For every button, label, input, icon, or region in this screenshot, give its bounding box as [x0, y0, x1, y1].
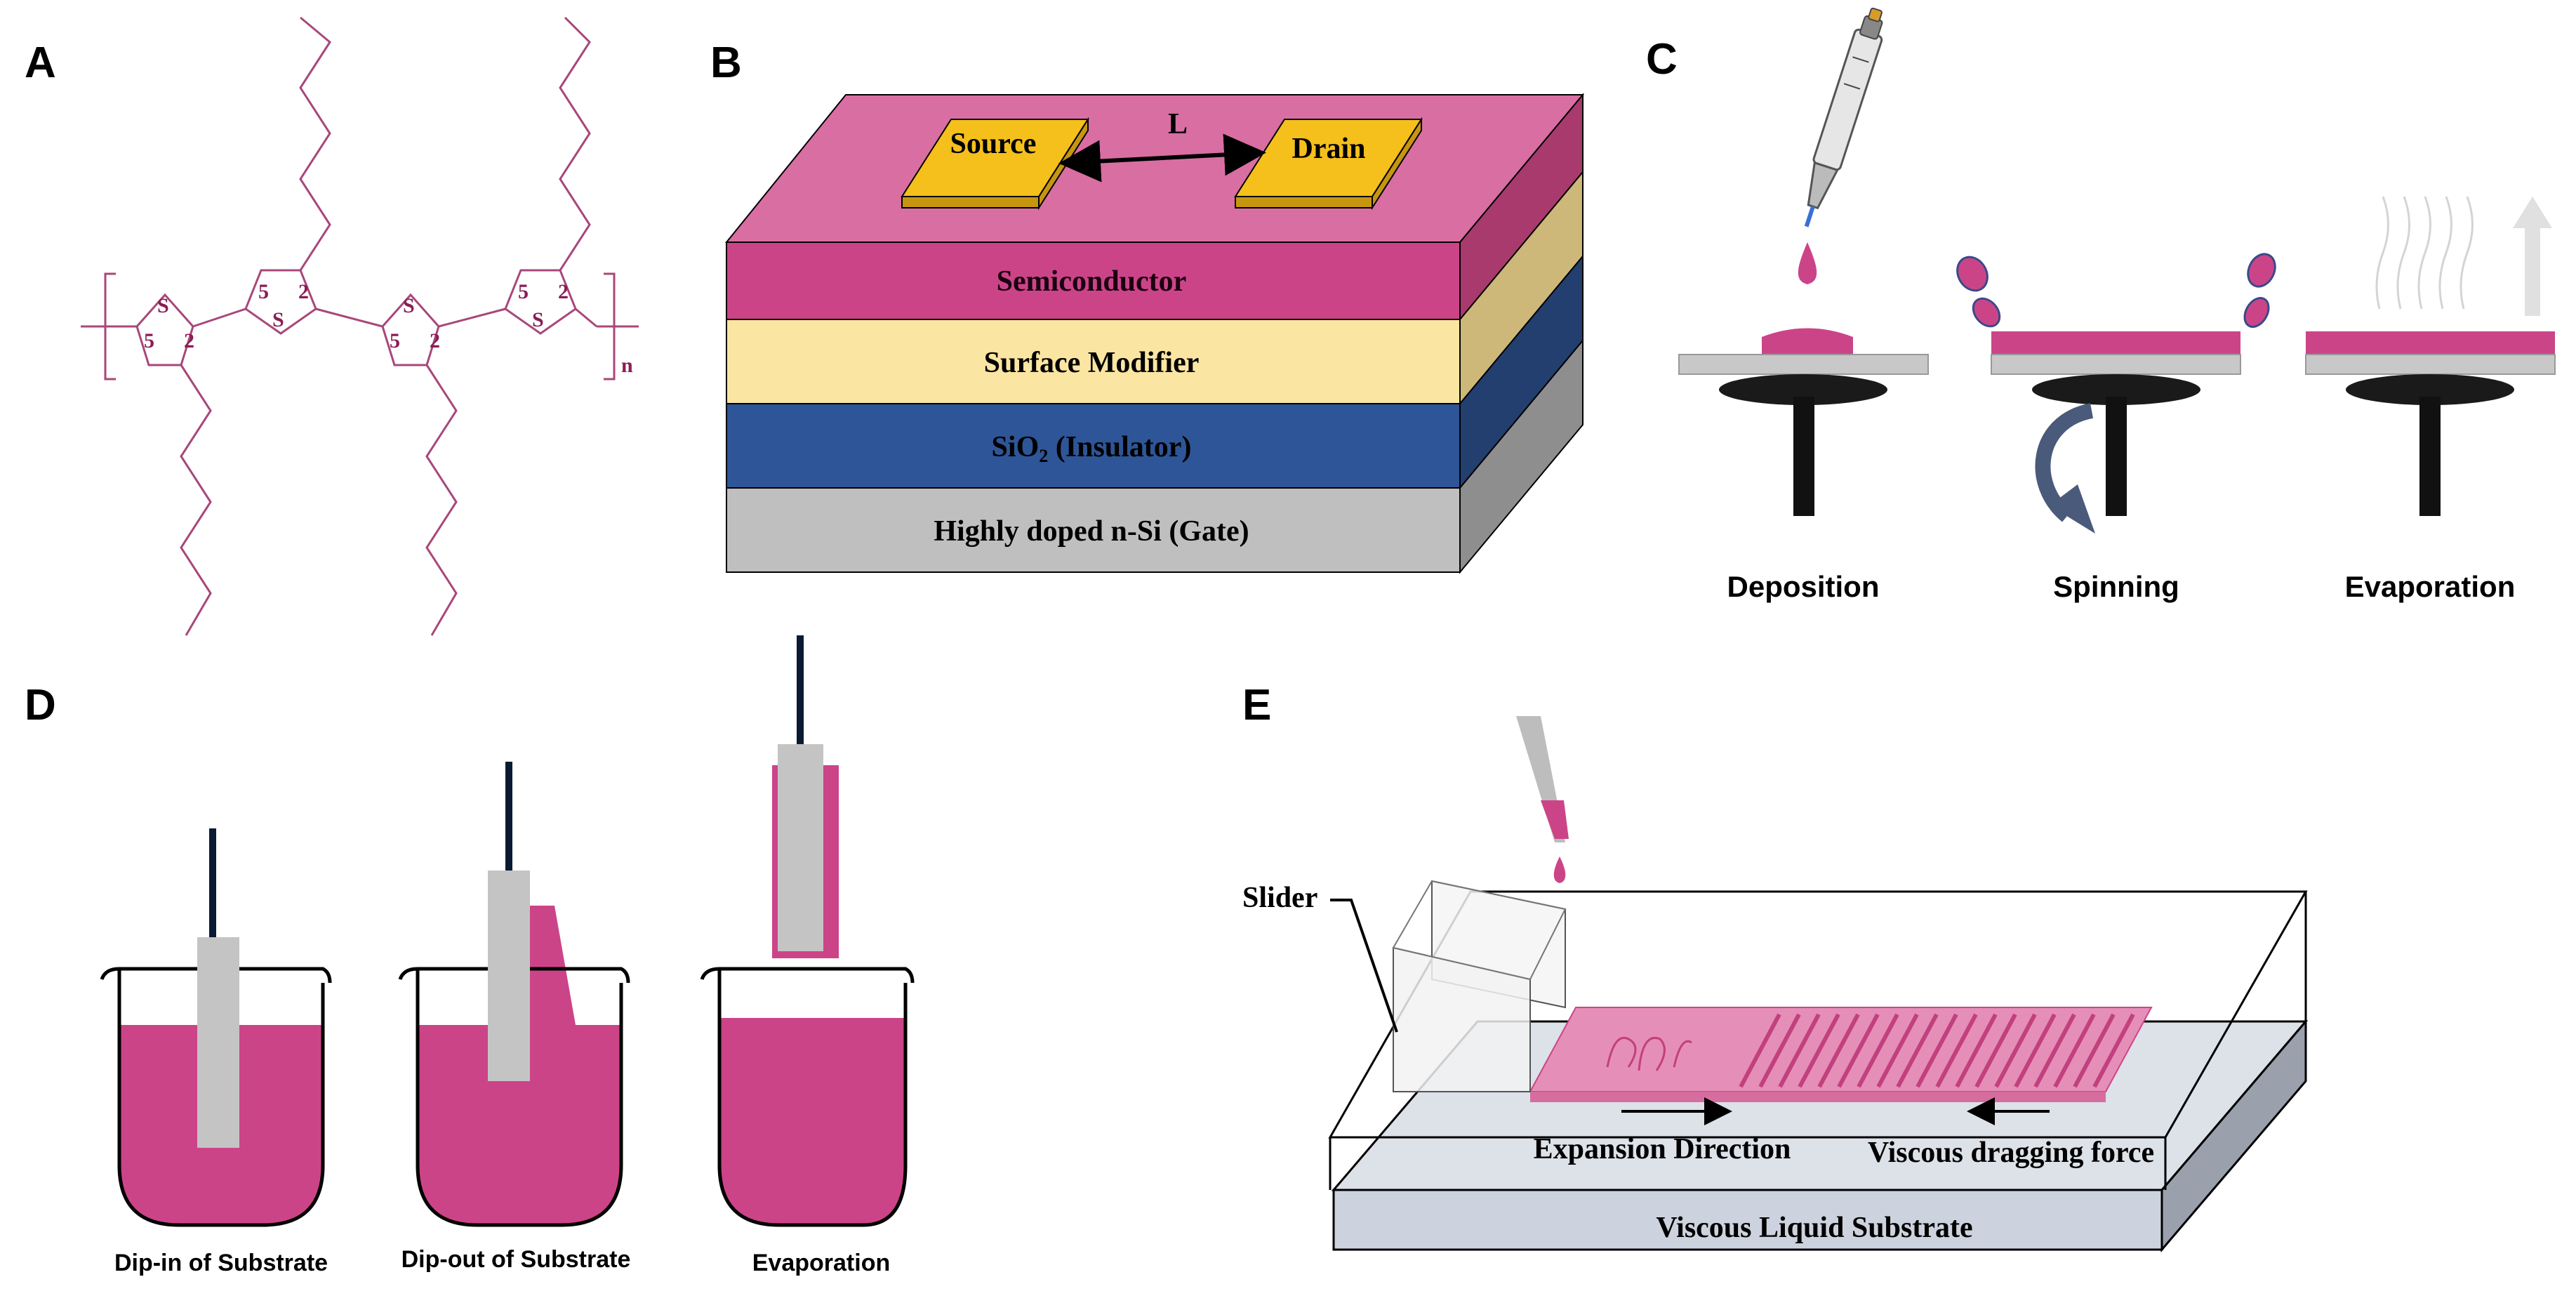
svg-text:S: S	[157, 294, 169, 317]
source-label: Source	[950, 128, 1037, 160]
fiber-line	[1778, 1013, 1821, 1088]
fiber-line	[1817, 1013, 1860, 1088]
fiber-line	[2073, 1013, 2116, 1088]
drag-label: Viscous dragging force	[1868, 1137, 2154, 1169]
fiber-line	[1837, 1013, 1880, 1088]
expansion-label: Expansion Direction	[1534, 1133, 1791, 1165]
fiber-line	[1916, 1013, 1958, 1088]
svg-text:S: S	[403, 294, 415, 317]
panel-label-b: B	[710, 39, 742, 87]
svg-text:5: 5	[518, 280, 529, 303]
fiber-line	[2092, 1013, 2135, 1088]
fiber-line	[1935, 1013, 1978, 1088]
fiber-line	[1974, 1013, 2017, 1088]
gate-layer	[726, 487, 1461, 573]
svg-text:S: S	[272, 308, 284, 331]
top-face	[724, 94, 1585, 243]
panel-label-e: E	[1242, 681, 1271, 729]
aligned-fibers	[1739, 1013, 2135, 1088]
drain-label: Drain	[1292, 133, 1366, 165]
svg-text:S: S	[532, 308, 544, 331]
insulator-label: SiO2 (Insulator)	[992, 431, 1192, 466]
ofet-labels: Source Drain L Semiconductor Surface Mod…	[934, 108, 1365, 548]
flung-droplets	[1956, 253, 2276, 328]
polythiophene-structure	[81, 16, 639, 636]
fiber-line	[1739, 1013, 1781, 1088]
hexyl-chain-1	[180, 364, 212, 636]
dip-in-caption: Dip-in of Substrate	[114, 1250, 328, 1276]
repeat-unit-n: n	[621, 354, 633, 377]
spinning-substrate	[1991, 354, 2241, 375]
svg-text:5: 5	[390, 329, 400, 352]
vapor-lines	[2375, 196, 2474, 310]
evaporation-film	[2306, 331, 2555, 355]
substrate-1	[197, 937, 239, 1148]
fiber-line	[1758, 1013, 1801, 1088]
evaporation-substrate	[2305, 354, 2556, 375]
ofet-device	[724, 93, 1585, 574]
deposition-chuck	[1719, 374, 1887, 405]
swirl-marks	[1606, 1037, 1692, 1071]
thiophene-ring-1	[135, 293, 194, 366]
evaporation-chuck	[2346, 374, 2514, 405]
fiber-line	[1857, 1013, 1899, 1088]
evaporation-caption-c: Evaporation	[2345, 570, 2516, 603]
evaporation-arrow	[2525, 225, 2540, 316]
fiber-line	[2014, 1013, 2057, 1088]
svg-text:2: 2	[184, 329, 194, 352]
hexyl-chain-2	[299, 16, 331, 271]
thiophene-ring-2	[244, 269, 317, 335]
spinning-caption: Spinning	[2053, 570, 2179, 603]
panel-label-d: D	[25, 681, 56, 729]
droplet-e	[1553, 856, 1566, 883]
droplet	[1798, 242, 1817, 284]
pipette-icon	[1804, 7, 1883, 227]
svg-text:2: 2	[298, 280, 309, 303]
fiber-line	[2053, 1013, 2096, 1088]
svg-text:2: 2	[558, 280, 569, 303]
semiconductor-layer	[726, 242, 1461, 320]
surface-modifier-label: Surface Modifier	[984, 347, 1200, 379]
channel-length-arrow	[1058, 133, 1266, 183]
slider-leader	[1330, 899, 1398, 1033]
deposition-puddle	[1762, 328, 1853, 355]
hexyl-chain-3	[425, 364, 458, 636]
panel-label-a: A	[25, 39, 56, 87]
dip-out-caption: Dip-out of Substrate	[401, 1246, 631, 1273]
beaker-3	[700, 967, 915, 1227]
svg-text:5: 5	[258, 280, 269, 303]
dip-coating	[100, 635, 915, 1227]
svg-text:5: 5	[144, 329, 154, 352]
fiber-line	[1876, 1013, 1919, 1088]
slider-label: Slider	[1242, 882, 1317, 914]
panel-label-c: C	[1646, 35, 1678, 84]
substrate-2	[488, 871, 530, 1081]
fiber-line	[1955, 1013, 1998, 1088]
fiber-line	[1798, 1013, 1840, 1088]
semiconductor-label: Semiconductor	[997, 265, 1187, 298]
fiber-line	[1896, 1013, 1939, 1088]
polythiophene-labels: S 5 2 S 5 2 S 5 2 S 5 2 n	[144, 280, 633, 377]
svg-text:2: 2	[430, 329, 440, 352]
channel-length-label: L	[1168, 108, 1188, 140]
fiber-line	[2033, 1013, 2076, 1088]
substrate-label: Viscous Liquid Substrate	[1656, 1212, 1972, 1244]
gate-label: Highly doped n-Si (Gate)	[934, 515, 1249, 548]
evaporation-caption-d: Evaporation	[752, 1250, 890, 1276]
spinning-film	[1991, 331, 2240, 355]
fiber-line	[1994, 1013, 2037, 1088]
thiophene-ring-3	[381, 293, 440, 366]
spinning-chuck	[2032, 374, 2200, 405]
slider-coating	[1328, 716, 2309, 1253]
thiophene-ring-4	[504, 269, 577, 335]
spin-coating	[1678, 7, 2556, 534]
deposition-caption: Deposition	[1727, 570, 1880, 603]
deposition-substrate	[1678, 354, 1929, 375]
hexyl-chain-4	[559, 16, 591, 271]
liquid-substrate-front	[1332, 1189, 2163, 1251]
